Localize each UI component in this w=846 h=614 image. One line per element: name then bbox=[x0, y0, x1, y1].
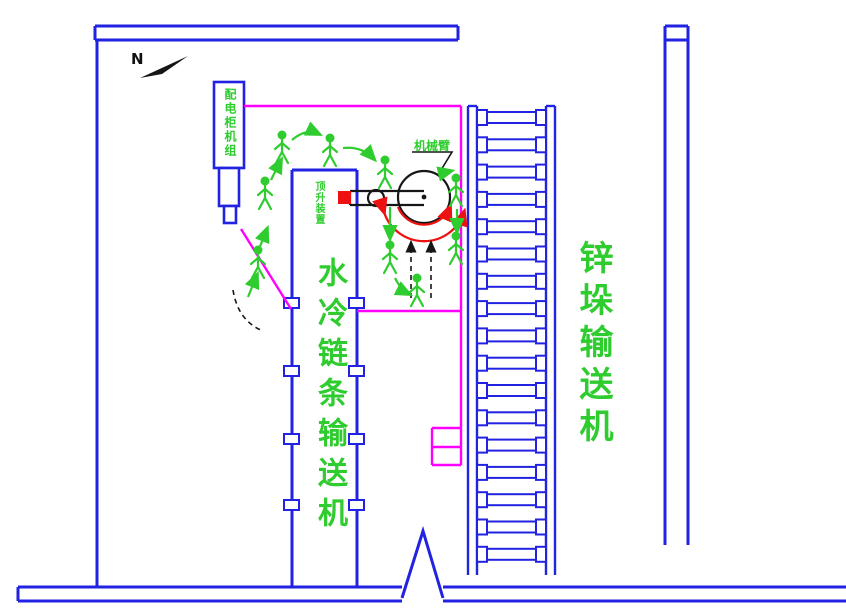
arm-joint bbox=[366, 188, 386, 208]
north-arrow-icon bbox=[140, 56, 188, 78]
stick-figure bbox=[381, 240, 399, 275]
door-leaf-line bbox=[239, 228, 293, 310]
wall-break-symbol bbox=[400, 525, 445, 599]
water-cooled-chain-conveyor-structure bbox=[283, 168, 365, 587]
north-label: N bbox=[131, 50, 144, 68]
flow-arrow bbox=[342, 144, 377, 163]
flow-arrow bbox=[436, 166, 456, 182]
flow-arrow bbox=[254, 224, 270, 250]
stick-figure bbox=[321, 133, 339, 168]
stick-figure bbox=[256, 176, 274, 211]
flow-arrow bbox=[268, 156, 283, 181]
robot-arm-label: 机械臂 bbox=[414, 139, 451, 153]
conveyor-rungs bbox=[476, 109, 547, 563]
flow-arrows-layer bbox=[244, 121, 465, 298]
building-walls bbox=[16, 24, 846, 603]
stick-figure bbox=[376, 155, 394, 190]
flow-arrow bbox=[291, 121, 323, 141]
water-cooled-chain-conveyor-label: 水冷链条输送机 bbox=[312, 257, 347, 537]
flow-arrow bbox=[393, 277, 413, 296]
flow-arrow bbox=[244, 270, 260, 298]
stick-figure bbox=[408, 273, 426, 308]
transfer-path-lines bbox=[239, 104, 463, 467]
door-swing-arc bbox=[232, 289, 264, 332]
zinc-stack-conveyor-label: 锌垛输送机 bbox=[573, 240, 613, 450]
power-cabinet-label: 配电柜机组 bbox=[223, 88, 237, 158]
stick-figure bbox=[273, 130, 291, 165]
end-effector bbox=[338, 191, 351, 204]
jacking-device-label: 顶升装置 bbox=[313, 181, 324, 225]
zinc-stack-conveyor-structure bbox=[466, 104, 557, 575]
robot-arm-assembly bbox=[338, 151, 454, 225]
power-cabinet-structure bbox=[212, 80, 246, 225]
